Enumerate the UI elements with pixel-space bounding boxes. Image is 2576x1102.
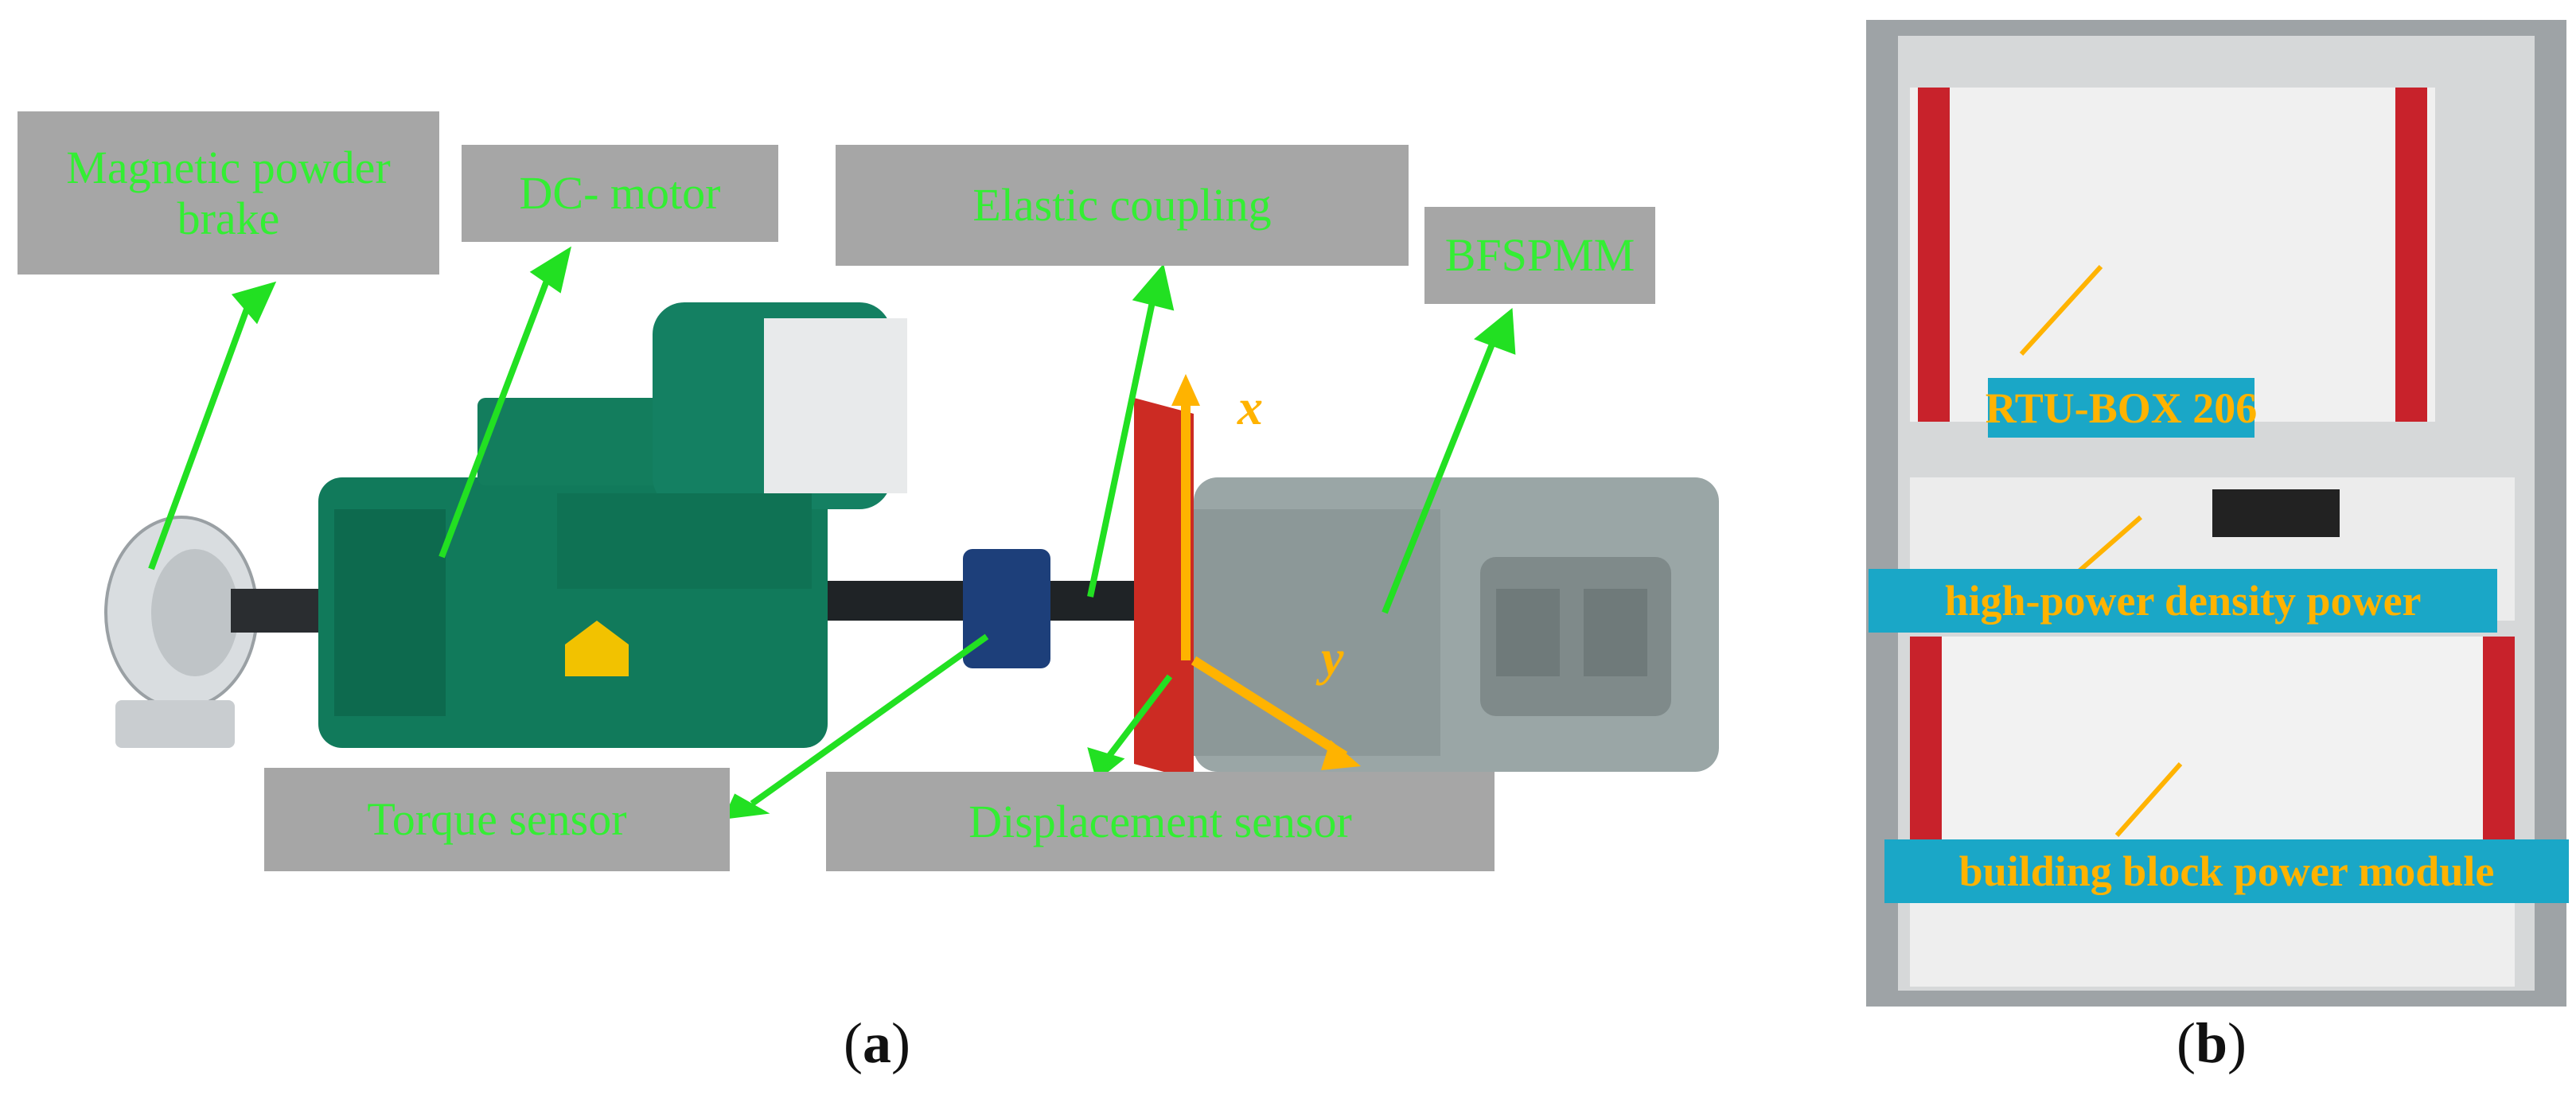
annotation-arrows xyxy=(148,246,1516,820)
label-displacement-sensor: Displacement sensor xyxy=(826,772,1495,871)
dc-motor-shape xyxy=(318,302,907,748)
magnetic-powder-brake-shape xyxy=(104,516,334,748)
label-dc-motor: DC- motor xyxy=(462,145,778,242)
test-bench-photo xyxy=(104,246,1719,820)
label-magnetic-powder-brake: Magnetic powder brake xyxy=(18,111,439,275)
bfspmm-motor-shape xyxy=(1134,398,1719,780)
caption-b: (b) xyxy=(2177,1011,2247,1075)
coordinate-axes xyxy=(1171,374,1361,770)
axis-x-label: x xyxy=(1237,379,1263,435)
axis-y-label: y xyxy=(1321,629,1344,686)
label-rtu-box: RTU-BOX 206 xyxy=(1986,378,2257,438)
caption-a: (a) xyxy=(844,1011,910,1075)
label-high-power-density-power: high-power density power xyxy=(1869,569,2497,633)
label-bfspmm: BFSPMM xyxy=(1424,207,1655,304)
label-elastic-coupling: Elastic coupling xyxy=(836,145,1409,266)
label-building-block-power-module: building block power module xyxy=(1884,839,2569,903)
label-torque-sensor: Torque sensor xyxy=(264,768,730,871)
